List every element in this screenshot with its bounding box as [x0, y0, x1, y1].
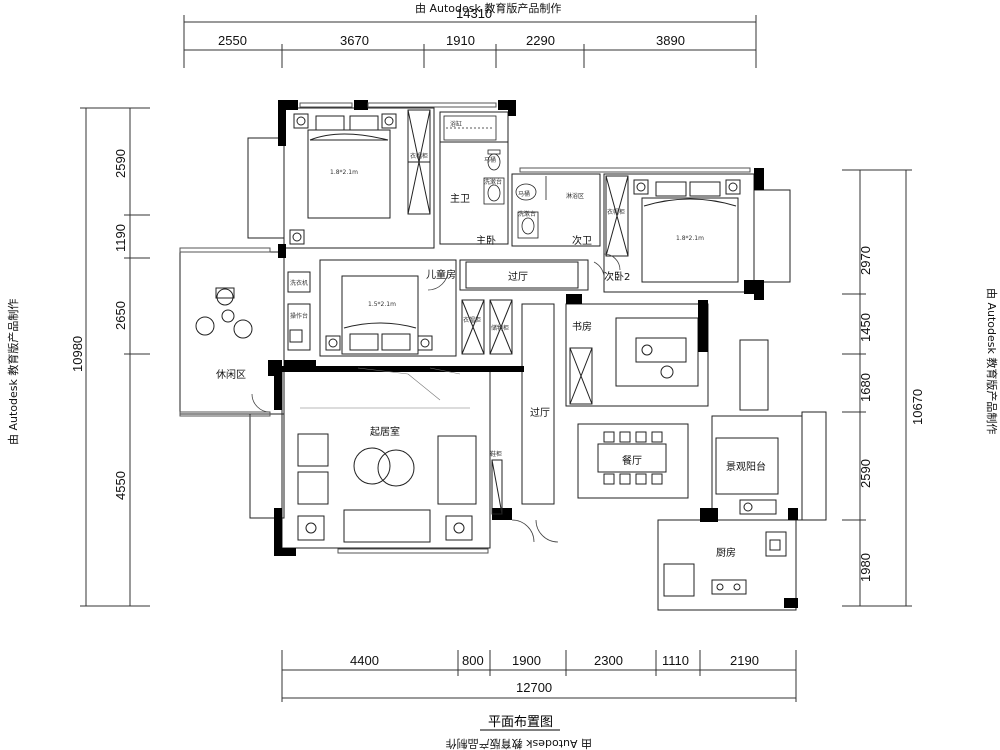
master-wardrobe [407, 109, 431, 215]
room-second-bath: 次卫 [572, 234, 592, 247]
bottom-dim-1: 4400 [350, 653, 379, 668]
kids-bed-label: 1.5*2.1m [368, 301, 396, 308]
left-dim-1: 2590 [113, 149, 128, 178]
bottom-dimension-chain [281, 650, 797, 702]
watermark-bottom: 由 Autodesk 教育版产品制作 [446, 737, 592, 750]
kids-bed [325, 275, 433, 355]
second-basin-label: 洗漱台 [518, 210, 536, 218]
washer-label: 洗衣机 [290, 279, 308, 287]
room-kitchen: 厨房 [716, 546, 736, 559]
room-hallway-top: 过厅 [508, 270, 528, 283]
toilet-label: 马桶 [484, 156, 496, 164]
master-wardrobe-label: 衣帽柜 [410, 152, 428, 160]
watermark-top: 由 Autodesk 教育版产品制作 [415, 1, 561, 15]
second-toilet-label: 马桶 [518, 190, 530, 198]
laundry-column [287, 271, 311, 351]
room-second-bedroom: 次卧2 [604, 270, 630, 283]
left-total-dim: 10980 [70, 336, 85, 372]
watermark-left: 由 Autodesk 教育版产品制作 [6, 299, 20, 445]
room-hallway-mid: 过厅 [530, 406, 550, 419]
door-swings [251, 253, 621, 543]
bathtub-icon [443, 115, 497, 141]
leisure-furniture [195, 287, 253, 339]
left-dim-2: 1190 [113, 224, 128, 252]
right-dim-5: 1980 [858, 553, 873, 582]
top-dimension-chain [183, 15, 757, 68]
top-total-dim: 14310 [456, 6, 492, 21]
room-kids: 儿童房 [426, 268, 456, 281]
second-bath-fixtures [515, 176, 547, 239]
right-dim-4: 2590 [858, 459, 873, 488]
plan-title: 平面布置图 [488, 715, 553, 730]
right-dim-3: 1680 [858, 373, 873, 402]
kids-wardrobe [461, 299, 513, 355]
right-dim-2: 1450 [858, 313, 873, 342]
toilet-icon [487, 149, 501, 171]
room-master-bedroom: 主卧 [476, 234, 496, 247]
bottom-dim-6: 2190 [730, 653, 759, 668]
top-dim-3: 1910 [446, 33, 475, 48]
worktop-label: 操作台 [290, 312, 308, 320]
left-dim-4: 4550 [113, 471, 128, 500]
bottom-dim-3: 1900 [512, 653, 541, 668]
living-furniture [297, 433, 503, 543]
bottom-total-dim: 12700 [516, 680, 552, 695]
bottom-dim-2: 800 [462, 653, 484, 668]
study-furniture [569, 337, 687, 405]
left-dimension-chain [80, 107, 150, 607]
left-dim-3: 2650 [113, 301, 128, 330]
second-wardrobe-label: 衣帽柜 [607, 208, 625, 216]
room-balcony: 景观阳台 [726, 460, 766, 473]
kids-wardrobe-label: 衣帽柜 [463, 316, 481, 324]
top-dim-2: 3670 [340, 33, 369, 48]
room-study: 书房 [572, 320, 592, 333]
storage-label: 储物柜 [491, 324, 509, 332]
watermark-right: 由 Autodesk 教育版产品制作 [985, 288, 999, 434]
master-bed [289, 113, 397, 245]
room-dining: 餐厅 [622, 454, 642, 467]
top-dim-5: 3890 [656, 33, 685, 48]
second-bed-label: 1.8*2.1m [676, 235, 704, 242]
kitchen-fixtures [663, 531, 787, 597]
basin-icon [483, 177, 505, 205]
right-total-dim: 10670 [910, 389, 925, 425]
shoe-cabinet-label: 鞋柜 [490, 450, 502, 458]
shower-area-label: 淋浴区 [566, 192, 584, 200]
thick-walls [268, 100, 798, 608]
master-bed-label: 1.8*2.1m [330, 169, 358, 176]
balcony-washer [739, 499, 777, 515]
bathtub-label: 浴缸 [450, 120, 462, 128]
room-leisure: 休闲区 [216, 368, 246, 381]
room-master-bath: 主卫 [450, 193, 470, 205]
hallway-top-zone [465, 261, 579, 289]
thin-walls [179, 107, 827, 611]
bottom-dim-5: 1110 [662, 653, 689, 668]
right-dim-1: 2970 [858, 246, 873, 275]
windows [179, 102, 751, 554]
dining-table [597, 431, 667, 485]
top-dim-4: 2290 [526, 33, 555, 48]
second-bed [633, 179, 741, 283]
basin-label: 洗漱台 [484, 178, 502, 186]
right-dimension-chain [842, 169, 912, 607]
room-living: 起居室 [370, 425, 400, 438]
bottom-dim-4: 2300 [594, 653, 623, 668]
second-wardrobe [605, 175, 629, 257]
ceiling-light-guides [300, 367, 470, 409]
top-dim-1: 2550 [218, 33, 247, 48]
